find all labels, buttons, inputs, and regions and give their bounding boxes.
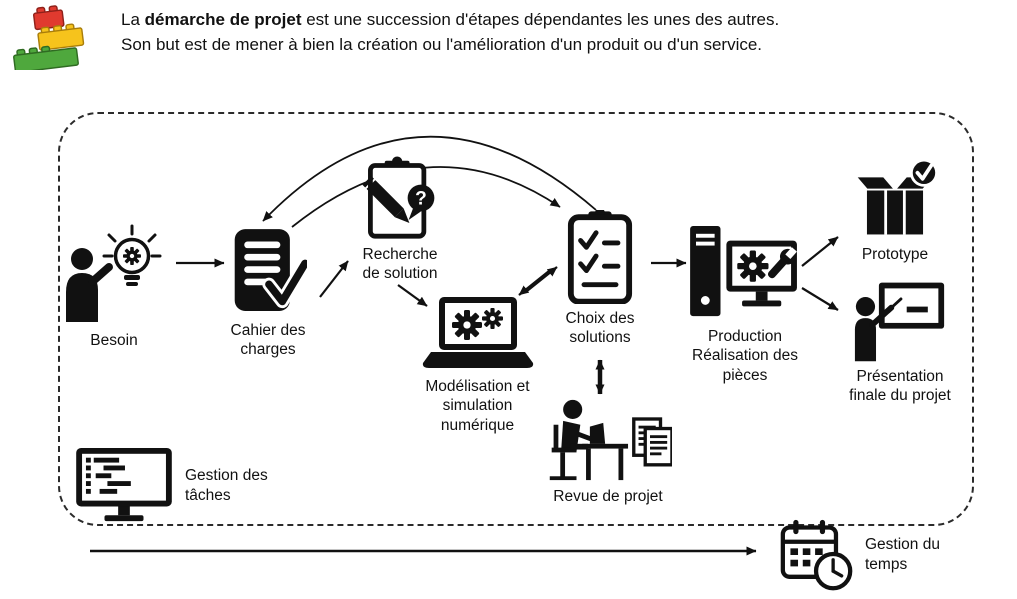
node-revue-label: Revue de projet [553,488,663,505]
intro-line-2: Son but est de mener à bien la création … [121,35,763,54]
node-taches-label: Gestion des tâches [185,466,268,504]
computer-tools-icon [686,224,804,322]
node-prototype: Prototype [846,156,944,264]
person-idea-icon [62,224,166,326]
node-presentation: Présentation finale du projet [836,280,964,406]
laptop-gears-icon [422,296,534,372]
intro-line-1: La démarche de projet est une succession… [121,10,780,29]
node-gestion-du-temps: Gestion du temps [780,518,940,592]
node-temps-label: Gestion du temps [865,535,940,573]
node-presentation-label: Présentation finale du projet [849,368,951,405]
box-check-icon [852,156,938,240]
gantt-monitor-icon [74,446,174,526]
node-choix-label: Choix des solutions [565,310,635,347]
node-gestion-des-taches: Gestion des tâches [74,446,268,526]
node-besoin: Besoin [58,224,170,350]
presenter-board-icon [853,280,947,362]
clipboard-checklist-icon [566,210,634,304]
person-desk-documents-icon [544,398,672,482]
node-prototype-label: Prototype [861,246,929,263]
node-cahier-label: Cahier des charges [230,322,306,359]
calendar-clock-icon [780,518,854,592]
node-production: Production Réalisation des pièces [680,224,810,385]
node-modelisation-label: Modélisation et simulation numérique [425,378,530,434]
node-modelisation: Modélisation et simulation numérique [405,296,550,435]
intro-text: La démarche de projet est une succession… [121,7,996,57]
node-cahier-des-charges: Cahier des charges [216,226,320,360]
diagram-frame [58,112,974,526]
node-revue-de-projet: Revue de projet [540,398,676,506]
node-recherche-de-solution: ? Recherche de solution [338,156,462,284]
node-recherche-label: Recherche de solution [362,246,438,283]
svg-text:?: ? [415,189,427,210]
document-check-icon [229,226,307,316]
lego-bricks-icon [8,4,100,70]
node-choix-des-solutions: Choix des solutions [556,210,644,348]
clipboard-pencil-question-icon: ? [358,156,442,240]
node-production-label: Production Réalisation des pièces [692,328,798,384]
node-besoin-label: Besoin [90,332,138,349]
